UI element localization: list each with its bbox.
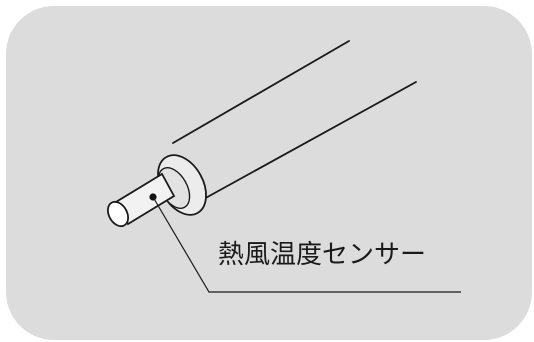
sensor-probe xyxy=(107,172,176,228)
nozzle-barrel xyxy=(172,40,417,201)
diagram-panel: 熱風温度センサー xyxy=(6,6,532,340)
hot-air-nozzle-illustration xyxy=(107,40,461,293)
callout-leader-line xyxy=(152,196,461,293)
hot-air-temperature-sensor-label: 熱風温度センサー xyxy=(218,240,427,270)
